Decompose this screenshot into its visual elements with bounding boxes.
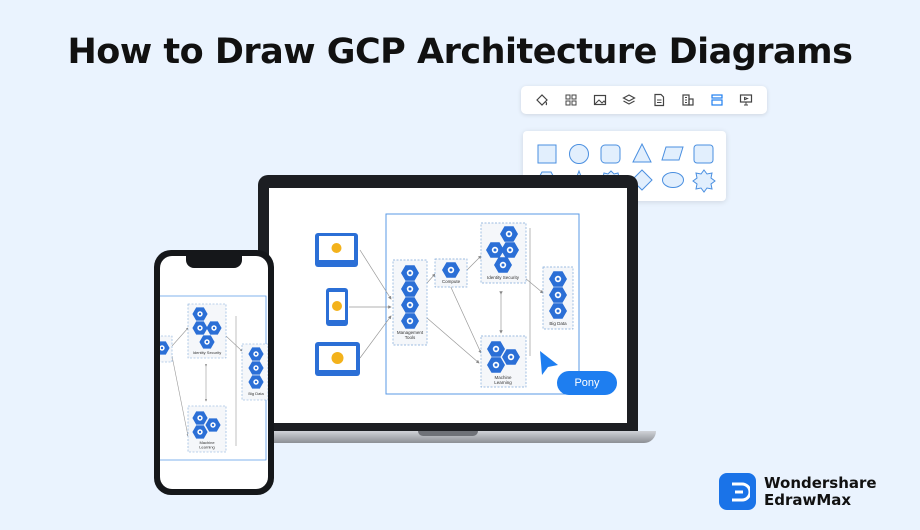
image-icon (594, 94, 607, 106)
circle-shape[interactable] (569, 144, 589, 164)
building-button[interactable] (678, 90, 698, 110)
image-button[interactable] (590, 90, 610, 110)
phone-identity-label: Identity Security (193, 350, 221, 355)
stack-icon (711, 94, 723, 106)
phone-device-icon (326, 288, 348, 326)
identity-label: Identity Security (487, 275, 520, 280)
burst-shape[interactable] (692, 169, 716, 193)
phone-big-data-node[interactable]: Big Data (241, 343, 268, 401)
stack-button[interactable] (707, 90, 727, 110)
monitor-device-icon (315, 342, 360, 376)
shape-palette (523, 131, 726, 201)
square-shape[interactable] (537, 144, 557, 164)
layers-icon (622, 94, 637, 105)
phone-big-data-label: Big Data (248, 391, 264, 396)
big-data-node[interactable]: Big Data (542, 266, 574, 330)
parallelogram-shape[interactable] (661, 146, 684, 161)
layers-button[interactable] (619, 90, 639, 110)
brand-name-line1: Wondershare (764, 473, 877, 492)
phone-partial-node (160, 335, 173, 363)
edrawmax-logo-icon (719, 473, 756, 510)
laptop-hinge-notch (418, 431, 478, 436)
big-data-label: Big Data (549, 321, 567, 326)
brand-name-line2: EdrawMax (764, 490, 852, 509)
document-icon (654, 93, 664, 107)
laptop-base (240, 431, 656, 443)
cursor-pointer-icon (540, 351, 558, 375)
document-button[interactable] (649, 90, 669, 110)
paint-bucket-icon (535, 94, 548, 106)
ml-label-line1: Machine (494, 375, 512, 380)
triangle-shape[interactable] (632, 142, 652, 163)
identity-security-node[interactable]: Identity Security (480, 222, 527, 284)
management-label-line2: Tools (405, 335, 416, 340)
brand-logo-block: Wondershare EdrawMax (719, 473, 877, 510)
grid-button[interactable] (561, 90, 581, 110)
compute-node[interactable]: Compute (434, 258, 468, 288)
collaborator-name-tag: Pony (557, 371, 617, 395)
phone-notch (186, 256, 242, 268)
compute-label: Compute (442, 279, 461, 284)
presentation-button[interactable] (736, 90, 756, 110)
phone-ml-line1: Machine (199, 440, 215, 445)
grid-icon (565, 94, 577, 106)
phone-ml-line2: Learning (199, 445, 215, 450)
diagram-frame (385, 213, 580, 395)
paint-bucket-button[interactable] (532, 90, 552, 110)
tablet-device-icon (315, 233, 358, 267)
phone-identity-security-node[interactable]: Identity Security (187, 303, 227, 359)
rounded-square-shape[interactable] (600, 144, 621, 164)
ml-label-line2: Learning (494, 380, 512, 385)
ellipse-shape[interactable] (662, 172, 684, 188)
page-title: How to Draw GCP Architecture Diagrams (67, 32, 853, 72)
presentation-icon (740, 94, 753, 106)
management-label-line1: Management (397, 330, 424, 335)
format-toolbar (521, 86, 767, 114)
building-icon (682, 94, 694, 106)
rounded-rect-shape[interactable] (693, 144, 714, 164)
